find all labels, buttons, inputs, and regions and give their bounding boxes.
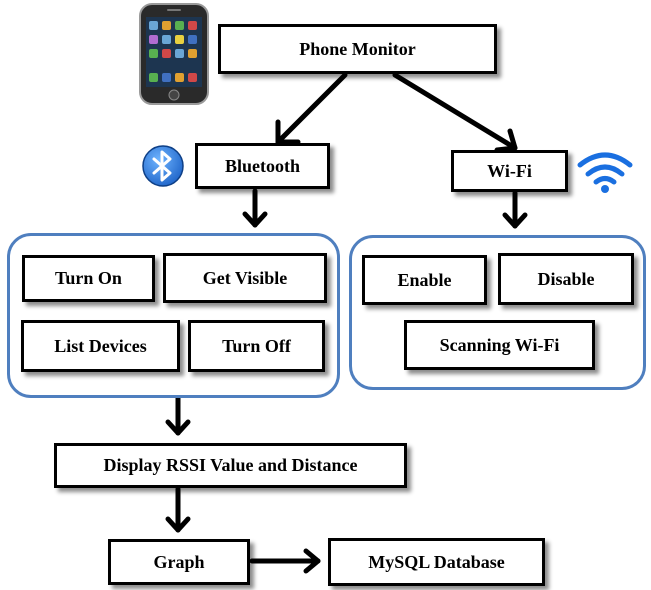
arrow-group-to-display — [165, 395, 191, 436]
arrow-wifi-to-group — [502, 190, 528, 229]
mysql-database-box: MySQL Database — [328, 538, 545, 586]
list-devices-button[interactable]: List Devices — [21, 320, 180, 372]
get-visible-button[interactable]: Get Visible — [163, 253, 327, 303]
arrow-monitor-to-bluetooth — [275, 72, 348, 145]
wifi-icon — [577, 152, 633, 193]
disable-button[interactable]: Disable — [498, 253, 634, 305]
arrow-bluetooth-to-group — [242, 188, 268, 228]
scanning-wifi-button[interactable]: Scanning Wi-Fi — [404, 320, 595, 370]
get-visible-label: Get Visible — [202, 267, 288, 288]
graph-label: Graph — [153, 551, 205, 572]
arrow-monitor-to-wifi — [392, 72, 518, 153]
bluetooth-label: Bluetooth — [224, 155, 300, 176]
phone-monitor-box: Phone Monitor — [218, 24, 497, 74]
wifi-label: Wi-Fi — [487, 160, 532, 181]
scanning-wifi-label: Scanning Wi-Fi — [439, 334, 560, 355]
list-devices-label: List Devices — [54, 335, 147, 356]
turn-off-label: Turn Off — [222, 335, 291, 356]
bluetooth-icon — [142, 145, 184, 187]
enable-button[interactable]: Enable — [362, 255, 487, 305]
bluetooth-box: Bluetooth — [195, 143, 330, 189]
mysql-database-label: MySQL Database — [368, 551, 505, 572]
turn-on-button[interactable]: Turn On — [22, 255, 155, 302]
phone-monitor-label: Phone Monitor — [299, 38, 416, 59]
graph-box: Graph — [108, 539, 250, 585]
arrow-graph-to-database — [249, 548, 321, 574]
display-rssi-label: Display RSSI Value and Distance — [103, 455, 358, 475]
display-rssi-box: Display RSSI Value and Distance — [54, 443, 407, 488]
enable-label: Enable — [397, 269, 452, 290]
disable-label: Disable — [537, 268, 595, 289]
turn-off-button[interactable]: Turn Off — [188, 320, 325, 372]
wifi-box: Wi-Fi — [451, 150, 568, 192]
turn-on-label: Turn On — [55, 268, 122, 288]
arrow-display-to-graph — [165, 486, 191, 533]
phone-icon — [139, 3, 209, 105]
